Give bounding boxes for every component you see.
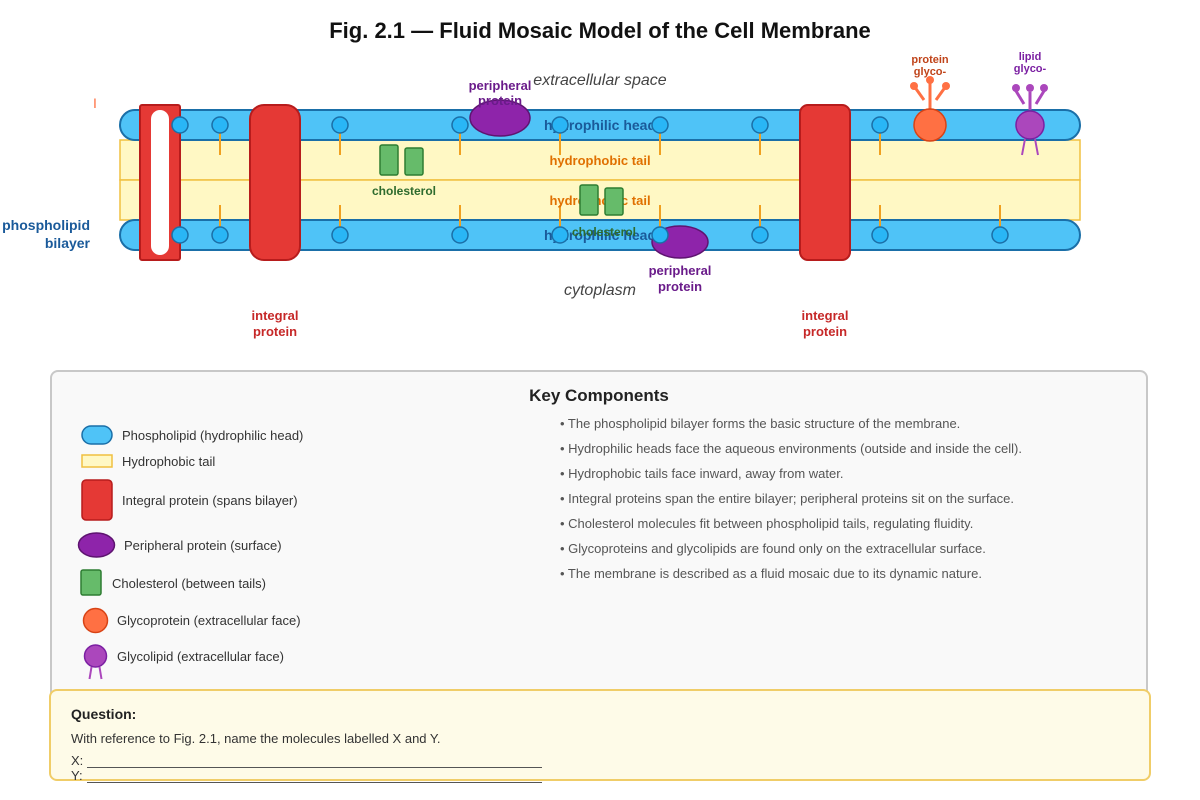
answer-row-y: Y: (71, 768, 542, 783)
answer-x-line[interactable] (87, 755, 543, 768)
legend-item-glycolipid: Glycolipid (extracellular face) (82, 643, 284, 683)
phospholipid-swatch-icon (81, 425, 113, 445)
key-title: Key Components (529, 386, 669, 405)
legend-label: Phospholipid (hydrophilic head) (122, 427, 304, 443)
note-item: • The membrane is described as a fluid m… (560, 566, 982, 581)
integral-protein-right-label-line1: integral (802, 308, 849, 323)
figure-title: Fig. 2.1 — Fluid Mosaic Model of the Cel… (329, 18, 871, 43)
cholesterol-label-lower: cholesterol (572, 225, 636, 239)
legend-label: Integral protein (spans bilayer) (122, 492, 298, 508)
peripheral-protein-bottom-label-line2: protein (658, 279, 702, 294)
peripheral-protein-swatch-icon (77, 532, 116, 558)
note-item: • Cholesterol molecules fit between phos… (560, 516, 974, 531)
cholesterol-pair-upper (379, 144, 424, 176)
note-item: • Hydrophilic heads face the aqueous env… (560, 441, 1022, 456)
hydrophobic-tail-label-lower: hydrophobic tail (549, 193, 650, 208)
answer-y-label: Y: (71, 768, 83, 783)
glycoprotein-label-line1: glyco- (914, 66, 947, 78)
question-text: With reference to Fig. 2.1, name the mol… (71, 731, 441, 746)
integral-protein-left (249, 104, 301, 261)
legend-item-peripheral-protein: Peripheral protein (surface) (77, 532, 282, 558)
key-panel: Key Components Phospholipid (hydrophilic… (50, 370, 1148, 700)
hydrophilic-head-label-bottom: hydrophilic head (544, 227, 656, 243)
cholesterol-label-upper: cholesterol (372, 184, 436, 198)
legend-item-integral-protein: Integral protein (spans bilayer) (80, 478, 298, 522)
glycoprotein-swatch-icon (82, 607, 109, 634)
legend-label: Hydrophobic tail (122, 453, 216, 469)
glycolipid-swatch-icon (83, 644, 108, 680)
extracellular-label: extracellular space (533, 72, 667, 89)
phospholipid-heads (171, 116, 1009, 244)
answer-y-line[interactable] (86, 772, 542, 783)
phospholipid-bilayer-label-line2: bilayer (45, 235, 91, 251)
glycolipid (1012, 84, 1048, 156)
key-notes: • The phospholipid bilayer forms the bas… (560, 416, 1140, 591)
peripheral-protein-top-label-line2: protein (478, 93, 522, 108)
question-heading: Question: (71, 706, 137, 722)
cholesterol-pair-lower (579, 184, 624, 216)
answer-x-label: X: (71, 753, 84, 768)
glycolipid-label-line1: glyco- (1014, 63, 1047, 75)
legend-label: Glycoprotein (extracellular face) (117, 613, 301, 628)
integral-protein-left-label-line2: protein (253, 324, 297, 339)
answer-row-x: X: (71, 753, 543, 768)
legend-label: Glycolipid (extracellular face) (117, 648, 284, 664)
marker-label: I (93, 95, 97, 111)
legend-label: Peripheral protein (surface) (124, 537, 282, 553)
integral-protein-swatch-icon (81, 479, 113, 521)
question-box: Question: With reference to Fig. 2.1, na… (49, 689, 1151, 783)
integral-protein-right (799, 104, 851, 261)
cytoplasm-label: cytoplasm (564, 282, 636, 299)
legend-label: Cholesterol (between tails) (112, 575, 266, 591)
peripheral-protein-top-label-line1: peripheral (469, 78, 532, 93)
tail-swatch-icon (81, 454, 113, 468)
integral-protein-right-label-line2: protein (803, 324, 847, 339)
note-item: • Glycoproteins and glycolipids are foun… (560, 541, 986, 556)
legend-item-glycoprotein: Glycoprotein (extracellular face) (82, 607, 301, 634)
legend-item-hydrophobic-tail: Hydrophobic tail (80, 452, 215, 470)
glycolipid-label-line2: lipid (1019, 51, 1042, 63)
glycoprotein-label-line2: protein (911, 54, 949, 66)
peripheral-protein-top (469, 99, 531, 137)
integral-channel-protein (139, 104, 181, 261)
note-item: • Integral proteins span the entire bila… (560, 491, 1015, 506)
glycoprotein (910, 76, 950, 142)
legend-item-phospholipid: Phospholipid (hydrophilic head) (80, 424, 303, 446)
membrane-diagram: hydrophilic head hydrophobic tail hydrop… (2, 51, 1081, 339)
phospholipid-bilayer-label-line1: phospholipid (2, 217, 90, 233)
hydrophilic-head-label-top: hydrophilic head (544, 117, 656, 133)
legend-item-cholesterol: Cholesterol (between tails) (80, 569, 266, 597)
integral-protein-left-label-line1: integral (252, 308, 299, 323)
peripheral-protein-bottom-label-line1: peripheral (649, 263, 712, 278)
cholesterol-swatch-icon (80, 569, 102, 596)
note-item: • The phospholipid bilayer forms the bas… (560, 416, 961, 431)
hydrophobic-tail-label-upper: hydrophobic tail (549, 153, 650, 168)
note-item: • Hydrophobic tails face inward, away fr… (560, 466, 844, 481)
